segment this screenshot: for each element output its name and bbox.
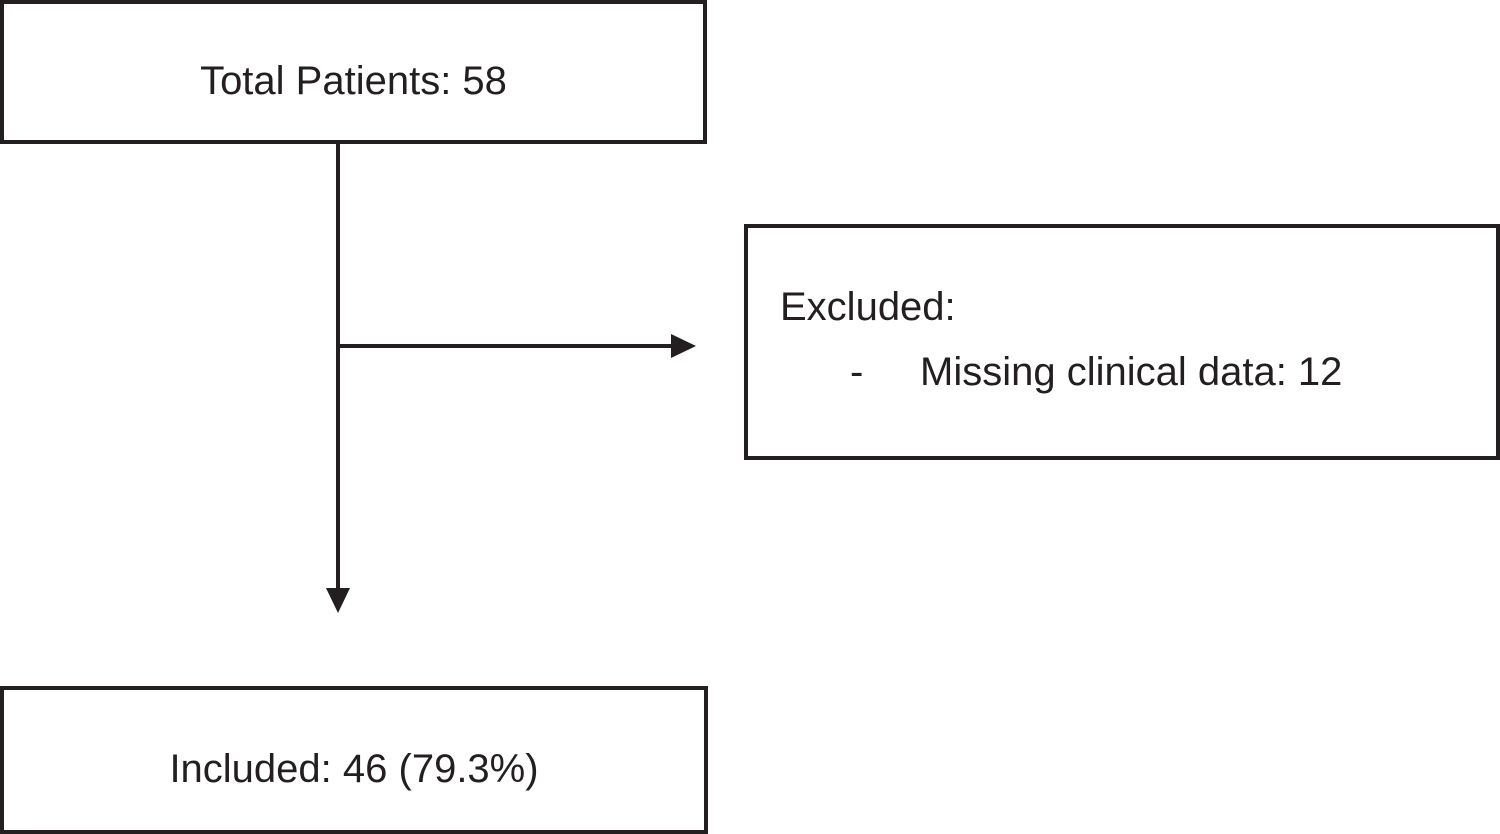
excluded-item-bullet: - bbox=[850, 350, 864, 394]
excluded-item-missing-data: Missing clinical data: 12 bbox=[920, 350, 1343, 394]
right-arrowhead bbox=[671, 334, 696, 358]
total-patients-box: Total Patients: 58 bbox=[0, 0, 707, 144]
included-label: Included: 46 (79.3%) bbox=[169, 747, 539, 791]
excluded-box: Excluded: - Missing clinical data: 12 bbox=[744, 224, 1500, 460]
down-arrowhead bbox=[326, 588, 350, 613]
excluded-heading: Excluded: bbox=[780, 285, 956, 329]
included-box: Included: 46 (79.3%) bbox=[0, 686, 708, 834]
total-patients-label: Total Patients: 58 bbox=[200, 59, 507, 103]
